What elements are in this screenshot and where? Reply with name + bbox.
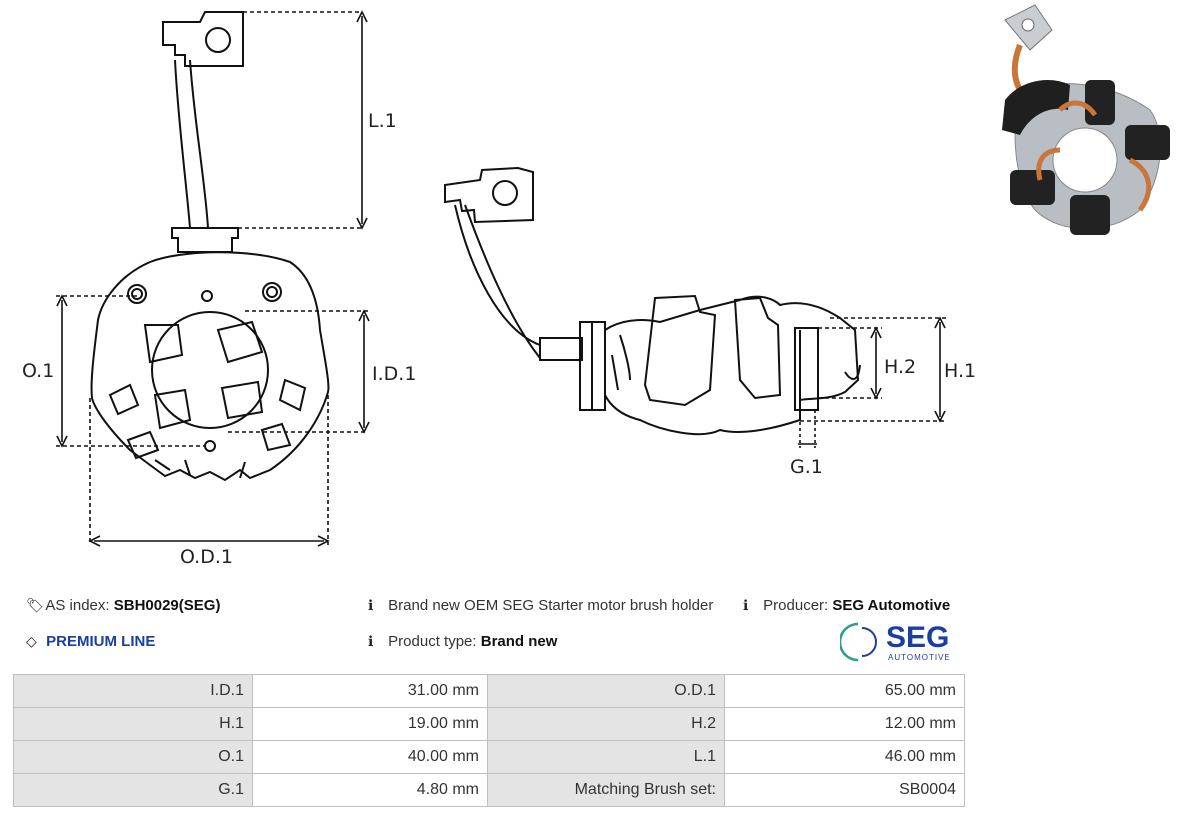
dim-label-l1: L.1 bbox=[368, 110, 397, 132]
terminal-tab bbox=[162, 11, 244, 67]
info-circle-icon: ℹ bbox=[743, 597, 749, 613]
spec-label: L.1 bbox=[487, 740, 725, 774]
spec-value: 65.00 mm bbox=[724, 674, 965, 708]
table-row: I.D.1 31.00 mm O.D.1 65.00 mm bbox=[13, 674, 965, 708]
mount-hole-right bbox=[262, 282, 282, 302]
technical-drawing: L.1 O.1 I.D.1 O.D.1 H.2 H.1 G.1 bbox=[22, 10, 976, 568]
info-circle-icon: ℹ bbox=[368, 597, 374, 613]
spec-label: I.D.1 bbox=[13, 674, 253, 708]
table-row: O.1 40.00 mm L.1 46.00 mm bbox=[13, 740, 965, 774]
spec-label: G.1 bbox=[13, 773, 253, 807]
premium-line: ◇ PREMIUM LINE bbox=[26, 633, 155, 650]
spec-label: H.2 bbox=[487, 707, 725, 741]
dim-label-id1: I.D.1 bbox=[372, 363, 416, 385]
dim-label-h1: H.1 bbox=[944, 360, 976, 382]
mount-hole-left bbox=[127, 284, 147, 304]
diamond-icon: ◇ bbox=[26, 633, 37, 649]
spec-value: 19.00 mm bbox=[252, 707, 488, 741]
logo-sub: AUTOMOTIVE bbox=[888, 653, 951, 662]
spec-label: H.1 bbox=[13, 707, 253, 741]
spec-value: 40.00 mm bbox=[252, 740, 488, 774]
table-row: H.1 19.00 mm H.2 12.00 mm bbox=[13, 707, 965, 741]
product-photo bbox=[1002, 4, 1170, 235]
spec-value: 12.00 mm bbox=[724, 707, 965, 741]
spec-value: 46.00 mm bbox=[724, 740, 965, 774]
spec-label: Matching Brush set: bbox=[487, 773, 725, 807]
dim-label-o1: O.1 bbox=[22, 360, 54, 382]
producer-value: SEG Automotive bbox=[832, 597, 951, 614]
dim-label-h2: H.2 bbox=[884, 356, 916, 378]
spec-label: O.D.1 bbox=[487, 674, 725, 708]
description-text: Brand new OEM SEG Starter motor brush ho… bbox=[388, 597, 714, 614]
spec-label: O.1 bbox=[13, 740, 253, 774]
side-terminal bbox=[444, 166, 534, 224]
terminal-hole bbox=[205, 27, 231, 53]
side-plate bbox=[579, 321, 606, 411]
spec-value: 4.80 mm bbox=[252, 773, 488, 807]
as-index: 🏷 AS index: SBH0029(SEG) bbox=[26, 597, 220, 614]
product-type: ℹ Product type: Brand new bbox=[368, 633, 557, 650]
tags-icon: 🏷 bbox=[26, 597, 44, 613]
table-row: G.1 4.80 mm Matching Brush set: SB0004 bbox=[13, 773, 965, 807]
specs-table: I.D.1 31.00 mm O.D.1 65.00 mm H.1 19.00 … bbox=[13, 674, 965, 807]
holder-plate-outline bbox=[90, 251, 330, 482]
dim-label-g1: G.1 bbox=[790, 456, 823, 478]
product-description: ℹ Brand new OEM SEG Starter motor brush … bbox=[368, 597, 744, 614]
logo-brand: SEG bbox=[886, 621, 949, 654]
spec-value: 31.00 mm bbox=[252, 674, 488, 708]
spec-value: SB0004 bbox=[724, 773, 965, 807]
producer: ℹ Producer: SEG Automotive bbox=[743, 597, 950, 614]
product-type-label: Product type: bbox=[388, 633, 477, 650]
as-index-label: AS index: bbox=[45, 597, 110, 614]
product-type-value: Brand new bbox=[480, 633, 558, 650]
seg-automotive-logo: SEG AUTOMOTIVE bbox=[840, 621, 951, 662]
wire-clamp bbox=[171, 227, 239, 253]
inner-bore bbox=[151, 311, 269, 429]
lead-wire bbox=[174, 59, 209, 229]
as-index-value: SBH0029(SEG) bbox=[113, 597, 221, 614]
producer-label: Producer: bbox=[763, 597, 829, 614]
premium-label: PREMIUM LINE bbox=[46, 633, 156, 650]
side-lead-wire bbox=[454, 204, 541, 359]
dim-label-od1: O.D.1 bbox=[180, 546, 233, 568]
info-circle-icon: ℹ bbox=[368, 633, 374, 649]
